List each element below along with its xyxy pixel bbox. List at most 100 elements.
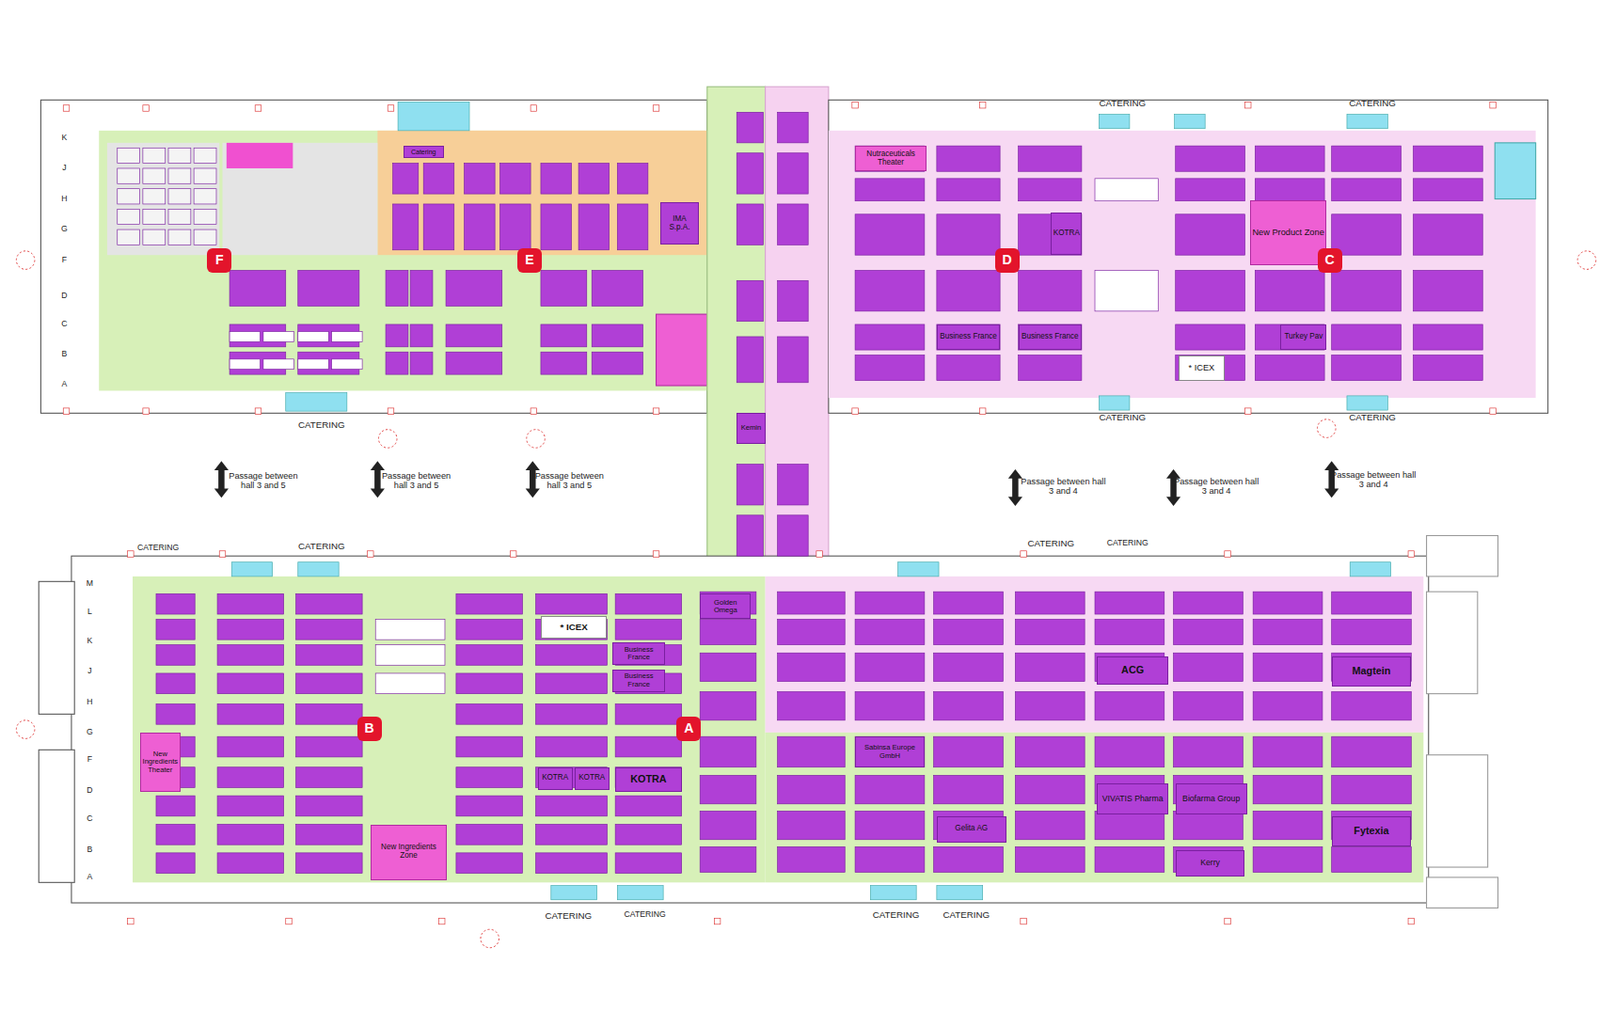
booth-name: Golden Omega <box>701 599 749 616</box>
booth <box>217 645 285 666</box>
booth <box>1412 145 1483 172</box>
booth <box>934 691 1004 720</box>
booth <box>142 189 166 205</box>
exit-marker <box>530 105 538 112</box>
exit-marker <box>1244 101 1252 109</box>
booth <box>1331 269 1402 311</box>
booth <box>777 652 846 682</box>
booth <box>229 269 286 306</box>
location-marker: A <box>676 716 701 742</box>
booth <box>263 359 295 370</box>
booth <box>777 810 846 840</box>
booth <box>855 214 925 255</box>
booth <box>1252 591 1323 615</box>
booth <box>296 767 364 789</box>
row-letter: M <box>86 579 94 589</box>
booth <box>736 204 763 245</box>
booth <box>1018 269 1082 311</box>
booth <box>117 208 141 224</box>
exit-marker <box>63 105 70 112</box>
booth <box>464 204 496 251</box>
booth <box>540 269 587 306</box>
exit-marker <box>1408 551 1415 558</box>
booth <box>777 736 846 768</box>
row-letter: K <box>87 636 94 647</box>
booth <box>298 332 330 343</box>
booth <box>1254 178 1325 202</box>
passage-note: Passage between hall 3 and 4 <box>1170 476 1263 496</box>
booth <box>578 163 610 195</box>
row-letter: C <box>86 814 93 824</box>
booth <box>855 324 925 350</box>
exhibitor-booth: Catering <box>403 145 444 159</box>
booth <box>1331 324 1402 350</box>
booth <box>298 359 330 370</box>
booth <box>385 351 409 375</box>
booth <box>1094 691 1165 720</box>
area-label: CATERING <box>1098 412 1146 424</box>
booth <box>536 795 608 817</box>
booth <box>142 229 166 245</box>
booth-name: VIVATIS Pharma <box>1102 794 1164 805</box>
booth <box>1014 618 1085 645</box>
booth <box>217 593 285 615</box>
booth <box>456 645 523 666</box>
booth <box>699 775 757 804</box>
booth <box>456 823 523 845</box>
row-letter: J <box>62 163 66 174</box>
booth <box>156 853 195 874</box>
booth <box>1175 145 1246 172</box>
booth <box>1252 846 1323 872</box>
booth <box>699 652 757 682</box>
booth <box>1014 691 1085 720</box>
booth-name: Biofarma Group <box>1182 794 1240 805</box>
passage-arrow <box>1008 469 1023 507</box>
area-label: CATERING <box>1098 98 1146 110</box>
booth <box>263 332 295 343</box>
booth <box>217 736 285 758</box>
booth-name: Gelita AG <box>954 824 988 834</box>
exit-marker <box>652 551 660 558</box>
booth <box>1094 269 1158 311</box>
booth <box>142 147 166 163</box>
booth <box>1412 269 1483 311</box>
booth <box>1331 775 1412 804</box>
booth <box>117 147 141 163</box>
booth <box>1331 591 1412 615</box>
booth <box>410 351 433 375</box>
area-label: CATERING <box>624 910 666 920</box>
booth <box>540 324 587 348</box>
exit-marker <box>142 105 150 112</box>
booth <box>855 810 925 840</box>
area-label: CATERING <box>1348 98 1396 110</box>
booth <box>1254 145 1325 172</box>
booth <box>1173 591 1244 615</box>
area-label: CATERING <box>544 911 592 922</box>
booth <box>456 618 523 640</box>
booth <box>1331 618 1412 645</box>
booth <box>855 591 925 615</box>
booth <box>1331 214 1402 255</box>
exhibitor-booth: Turkey Pav <box>1280 324 1327 350</box>
booth <box>1094 178 1158 202</box>
exit-marker <box>652 105 660 112</box>
booth <box>934 846 1004 872</box>
booth <box>456 767 523 789</box>
exhibitor-booth: KOTRA <box>1050 212 1082 256</box>
exit-marker <box>254 408 262 415</box>
area-label: CATERING <box>1107 538 1149 549</box>
booth <box>1412 354 1483 381</box>
booth <box>393 204 419 251</box>
row-letter: F <box>87 755 93 765</box>
booth <box>229 332 261 343</box>
area-label: CATERING <box>942 910 990 921</box>
booth <box>736 111 763 143</box>
booth <box>410 269 433 306</box>
booth <box>217 823 285 845</box>
booth <box>296 618 364 640</box>
booth <box>777 515 809 556</box>
booth <box>456 736 523 758</box>
booth <box>168 229 191 245</box>
booth <box>156 618 195 640</box>
booth <box>445 269 503 306</box>
